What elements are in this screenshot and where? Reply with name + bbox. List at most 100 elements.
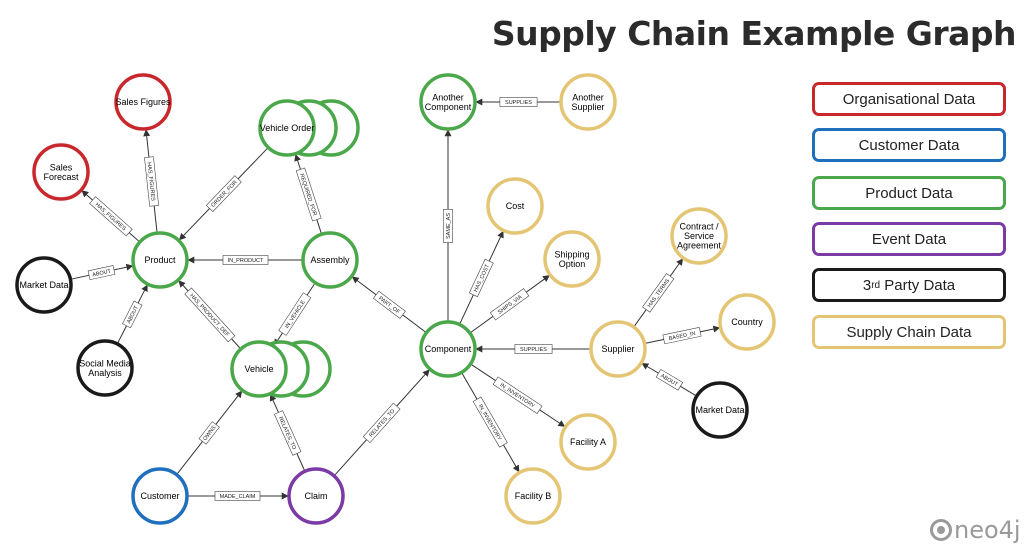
node-country: Country [718, 293, 776, 351]
node-label: Component [425, 102, 472, 112]
edge-label: IN_INVENTORY [492, 376, 543, 414]
edge-label-text: HAS_FIGURES [94, 202, 127, 232]
node-label: Sales Figures [115, 97, 171, 107]
edge-vehicle-order-to-product: ORDER_FOR [178, 147, 269, 241]
edge-label-box [205, 175, 242, 212]
edge-label-text: ORDER_FOR [210, 180, 238, 209]
legend-item-event: Event Data [812, 222, 1006, 256]
edge-component-to-assembly: PART_OF [351, 276, 427, 334]
node-circle [718, 293, 776, 351]
node-circle [419, 320, 477, 378]
node-label: Contract / [679, 222, 719, 232]
node-circle [32, 143, 90, 201]
edge-label-box [222, 255, 269, 265]
edge-label-box [662, 327, 702, 345]
edge-supplier-to-component: SUPPLIES [475, 344, 591, 354]
node-circle [131, 467, 189, 525]
edge-label-box [122, 300, 143, 329]
node-circle [670, 207, 728, 265]
node-customer: Customer [131, 467, 189, 525]
node-label: Country [731, 317, 763, 327]
node-label: Assembly [310, 255, 350, 265]
node-label: Social Media [79, 358, 131, 368]
node-product: Product [131, 231, 189, 289]
edge-assembly-to-product: IN_PRODUCT [187, 255, 303, 265]
edge-label-text: HAS_PRODUCT_DEF [188, 293, 230, 339]
node-label: Product [144, 255, 176, 265]
edge-label: SHIPS_VIA [489, 288, 530, 321]
edge-label-text: SAME_AS [446, 213, 452, 239]
graph-canvas: HAS_FIGURES HAS_FIGURES ABOUT ABOUT ORDER_FO… [15, 73, 776, 525]
edge-product-to-sales-forecast: HAS_FIGURES [81, 190, 141, 243]
legend-item-customer: Customer Data [812, 128, 1006, 162]
edge-label-box [489, 288, 530, 321]
node-circle [504, 467, 562, 525]
edge-label-text: ABOUT [92, 268, 112, 278]
edge-label-box [144, 156, 159, 207]
edge-label-text: IN_INVENTORY [499, 382, 536, 410]
node-claim: Claim [287, 467, 345, 525]
edge-vehicle-to-product: HAS_PRODUCT_DEF [178, 280, 242, 350]
node-label: Option [559, 259, 586, 269]
node-circle [691, 381, 749, 439]
node-label: Facility A [570, 437, 606, 447]
edge-claim-to-component: RELATES_TO [333, 369, 430, 477]
legend-third-party-sup: rd [871, 279, 881, 291]
node-facility-a: Facility A [559, 413, 617, 471]
node-circle [258, 99, 316, 157]
edge-label: PART_OF [372, 290, 406, 319]
edge-label-box [295, 167, 322, 222]
legend-item-product: Product Data [812, 176, 1006, 210]
page-title: Supply Chain Example Graph [491, 14, 1017, 53]
edge-label: REQUIRED_FOR [295, 167, 322, 222]
legend-third-party-text: Party Data [880, 276, 956, 294]
edge-label: HAS_PRODUCT_DEF [184, 287, 236, 343]
edge-label-text: MADE_CLAIM [220, 494, 256, 500]
edge-label-box [492, 376, 543, 414]
node-assembly: Assembly [301, 231, 359, 289]
edge-label: SUPPLIES [499, 97, 538, 107]
node-label: Supplier [571, 102, 604, 112]
node-label: Agreement [677, 241, 722, 251]
node-circle [114, 73, 172, 131]
edge-label-box [468, 258, 494, 298]
edge-label-box [273, 410, 302, 456]
edge-label: MADE_CLAIM [214, 491, 261, 501]
edge-label: HAS_TERMS [642, 273, 675, 313]
node-label: Cost [506, 201, 525, 211]
edge-label-box [514, 344, 553, 354]
node-label: Forecast [43, 172, 79, 182]
edge-label: RELATES_TO [273, 410, 302, 456]
edge-label-text: HAS_TERMS [647, 278, 672, 309]
edge-label: IN_VEHICLE [278, 292, 312, 336]
node-circle [230, 340, 288, 398]
edge-assembly-to-vehicle: IN_VEHICLE [273, 282, 316, 347]
edge-label-box [198, 421, 220, 445]
edge-label: OWNS [198, 421, 220, 445]
edge-label-box [278, 292, 312, 336]
edge-label-text: IN_PRODUCT [228, 258, 264, 264]
edges-layer: HAS_FIGURES HAS_FIGURES ABOUT ABOUT ORDER_FO… [70, 97, 721, 501]
edge-claim-to-vehicle: RELATES_TO [269, 393, 306, 472]
node-label: Component [425, 344, 472, 354]
edge-label-box [184, 287, 236, 343]
edge-label: SAME_AS [443, 209, 453, 243]
node-circle [486, 177, 544, 235]
edge-label: HAS_FIGURES [144, 156, 159, 207]
edge-label: ABOUT [87, 265, 116, 281]
edge-label: ABOUT [122, 300, 143, 329]
node-circle [559, 73, 617, 131]
node-component: Component [419, 320, 477, 378]
node-label: Service [684, 231, 714, 241]
node-market-data-left: Market Data [15, 256, 73, 314]
edge-component-to-another-component: SAME_AS [443, 129, 453, 322]
edge-label-box [642, 273, 675, 313]
edge-label-text: RELATES_TO [368, 408, 397, 439]
